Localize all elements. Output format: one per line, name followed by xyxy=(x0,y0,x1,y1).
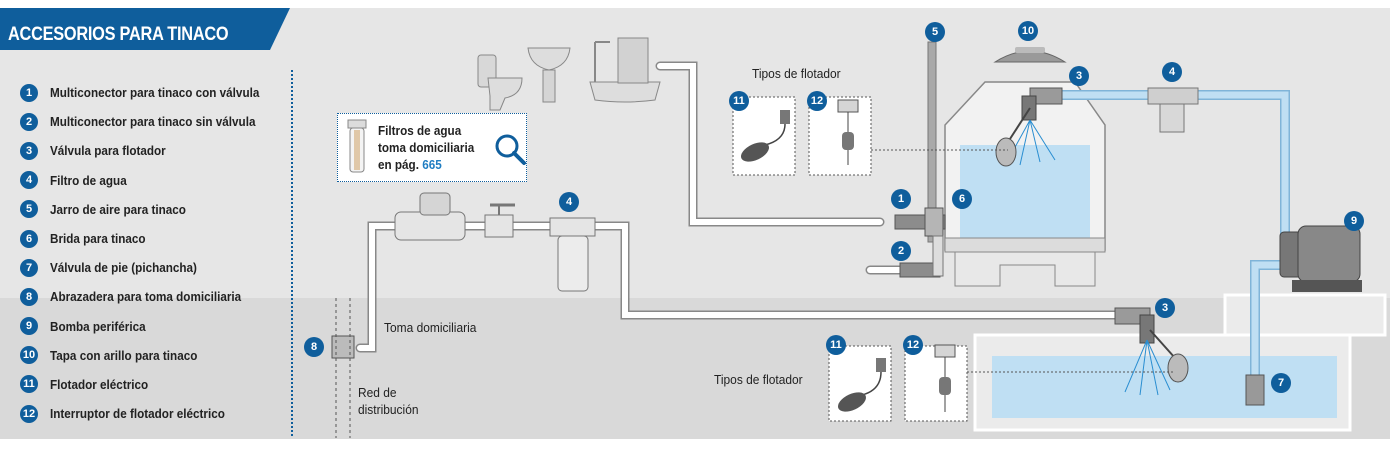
callout-3-lower: 3 xyxy=(1155,298,1175,318)
distribution-network-label-1: Red de xyxy=(358,385,397,400)
legend-item: 4 Filtro de agua xyxy=(20,166,283,195)
pump-icon xyxy=(1279,225,1362,292)
legend-item: 9 Bomba periférica xyxy=(20,312,283,341)
legend-label: Bomba periférica xyxy=(50,318,146,334)
callout-10: 10 xyxy=(1018,21,1038,41)
number-badge: 11 xyxy=(20,375,38,394)
number-badge: 4 xyxy=(20,171,38,190)
sink-icon xyxy=(527,47,571,103)
filter-note-prefix: en pág. xyxy=(378,157,419,172)
water-tank-icon xyxy=(944,81,1106,287)
number-badge: 7 xyxy=(20,258,38,277)
callout-7: 7 xyxy=(1271,373,1291,393)
number-badge: 8 xyxy=(20,287,38,306)
callout-12: 12 xyxy=(807,91,827,111)
pump-pipes xyxy=(1060,90,1290,395)
legend-item: 6 Brida para tinaco xyxy=(20,224,283,253)
legend-item: 12 Interruptor de flotador eléctrico xyxy=(20,399,283,428)
toilet-icon xyxy=(477,54,523,111)
legend-label: Filtro de agua xyxy=(50,172,127,188)
legend-item: 3 Válvula para flotador xyxy=(20,136,283,165)
float-type-box-12-lower xyxy=(904,345,968,422)
callout-6: 6 xyxy=(952,189,972,209)
distribution-network-label-2: distribución xyxy=(358,402,419,417)
number-badge: 6 xyxy=(20,229,38,248)
number-badge: 5 xyxy=(20,200,38,219)
legend-label: Tapa con arillo para tinaco xyxy=(50,347,198,363)
legend-label: Brida para tinaco xyxy=(50,231,146,247)
water-meter-icon xyxy=(394,192,515,241)
callout-5: 5 xyxy=(925,22,945,42)
tank-lid-icon xyxy=(993,47,1067,63)
legend-label: Jarro de aire para tinaco xyxy=(50,201,186,217)
callout-1: 1 xyxy=(891,189,911,209)
legend-label: Interruptor de flotador eléctrico xyxy=(50,406,225,422)
filter-note-line1: Filtros de agua xyxy=(378,123,462,138)
water-filter-icon xyxy=(1147,87,1199,133)
foot-valve-icon xyxy=(1245,374,1265,406)
number-badge: 2 xyxy=(20,112,38,131)
float-type-box-11-lower xyxy=(828,345,892,422)
legend: 1 Multiconector para tinaco con válvula 2… xyxy=(20,78,283,428)
search-icon[interactable] xyxy=(493,132,527,166)
legend-divider xyxy=(291,70,293,436)
float-switch-lower-icon xyxy=(837,344,956,412)
callout-11-lower: 11 xyxy=(826,335,846,355)
legend-label: Multiconector para tinaco con válvula xyxy=(50,85,260,101)
page-title: ACCESORIOS PARA TINACO xyxy=(8,24,229,45)
multiconnector-icon xyxy=(894,207,946,278)
float-switch-icon xyxy=(740,99,859,165)
filter-note[interactable]: Filtros de agua toma domiciliaria en pág… xyxy=(337,113,527,182)
pump-pit xyxy=(1223,293,1387,337)
legend-item: 2 Multiconector para tinaco sin válvula xyxy=(20,107,283,136)
legend-item: 8 Abrazadera para toma domiciliaria xyxy=(20,282,283,311)
callout-11: 11 xyxy=(729,91,749,111)
callout-4-lower: 4 xyxy=(559,192,579,212)
filter-cartridge-icon xyxy=(347,119,367,173)
legend-label: Abrazadera para toma domiciliaria xyxy=(50,289,242,305)
number-badge: 3 xyxy=(20,141,38,160)
service-connection-label: Toma domiciliaria xyxy=(384,320,477,335)
callout-4: 4 xyxy=(1162,62,1182,82)
legend-label: Válvula para flotador xyxy=(50,143,166,159)
callout-2: 2 xyxy=(891,241,911,261)
air-vent-pipe xyxy=(927,41,937,243)
float-types-label-top: Tipos de flotador xyxy=(752,66,841,81)
number-badge: 9 xyxy=(20,317,38,336)
number-badge: 1 xyxy=(20,83,38,102)
legend-label: Flotador eléctrico xyxy=(50,376,149,392)
water-filter-lower-icon xyxy=(549,217,596,292)
legend-item: 10 Tapa con arillo para tinaco xyxy=(20,341,283,370)
page-reference[interactable]: 665 xyxy=(422,157,442,172)
legend-item: 11 Flotador eléctrico xyxy=(20,370,283,399)
number-badge: 12 xyxy=(20,404,38,423)
title-banner: ACCESORIOS PARA TINACO xyxy=(0,8,290,50)
clamp-icon xyxy=(331,335,355,359)
number-badge: 10 xyxy=(20,346,38,365)
legend-item: 7 Válvula de pie (pichancha) xyxy=(20,253,283,282)
bathtub-icon xyxy=(589,37,661,103)
callout-3: 3 xyxy=(1069,66,1089,86)
callout-8: 8 xyxy=(304,337,324,357)
filter-note-line2: toma domiciliaria xyxy=(378,140,475,155)
callout-9: 9 xyxy=(1344,211,1364,231)
legend-label: Válvula de pie (pichancha) xyxy=(50,260,197,276)
lower-float-valve-icon xyxy=(1114,307,1189,396)
legend-label: Multiconector para tinaco sin válvula xyxy=(50,114,256,130)
float-valve-icon xyxy=(995,87,1063,167)
legend-item: 5 Jarro de aire para tinaco xyxy=(20,195,283,224)
callout-12-lower: 12 xyxy=(903,335,923,355)
float-types-label-bottom: Tipos de flotador xyxy=(714,372,803,387)
legend-item: 1 Multiconector para tinaco con válvula xyxy=(20,78,283,107)
